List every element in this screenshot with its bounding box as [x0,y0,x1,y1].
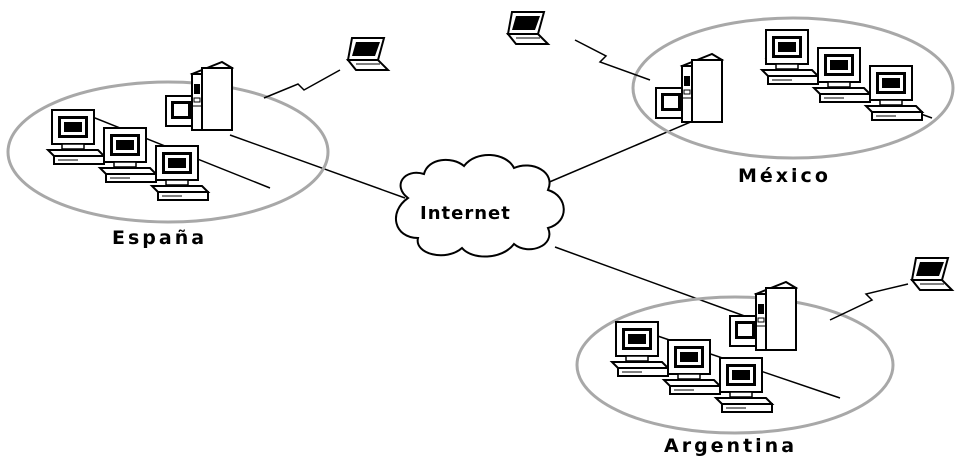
link-espana-internet [229,134,406,199]
desktop-computer-icon [99,127,157,183]
desktop-computer-icon [813,47,871,103]
lightning-link-icon [263,69,341,99]
internet-label: Internet [420,203,511,224]
laptop-icon [347,37,389,71]
desktop-computer-icon [611,321,669,377]
server-icon [165,61,233,131]
server-icon [729,281,797,351]
server-icon [655,53,723,123]
site-label-espana: España [112,227,207,249]
desktop-computer-icon [865,65,923,121]
site-ring-argentina [575,295,895,435]
laptop-icon [507,11,549,45]
site-espana: España [6,37,389,249]
desktop-computer-icon [663,339,721,395]
desktop-computer-icon [715,357,773,413]
desktop-computer-icon [761,29,819,85]
site-ring-mexico [631,16,955,160]
lightning-link-icon [829,283,909,321]
site-label-argentina: Argentina [664,435,797,457]
site-mexico: México [507,11,955,187]
laptop-icon [911,257,953,291]
desktop-computer-icon [151,145,209,201]
site-label-mexico: México [738,165,831,187]
internet-cloud: Internet [395,153,565,258]
site-argentina: Argentina [575,257,953,457]
lightning-link-icon [574,39,651,81]
site-ring-espana [6,80,330,224]
internet-cloud-icon [395,153,565,258]
link-mexico-internet [539,117,701,187]
link-argentina-internet [554,246,751,319]
